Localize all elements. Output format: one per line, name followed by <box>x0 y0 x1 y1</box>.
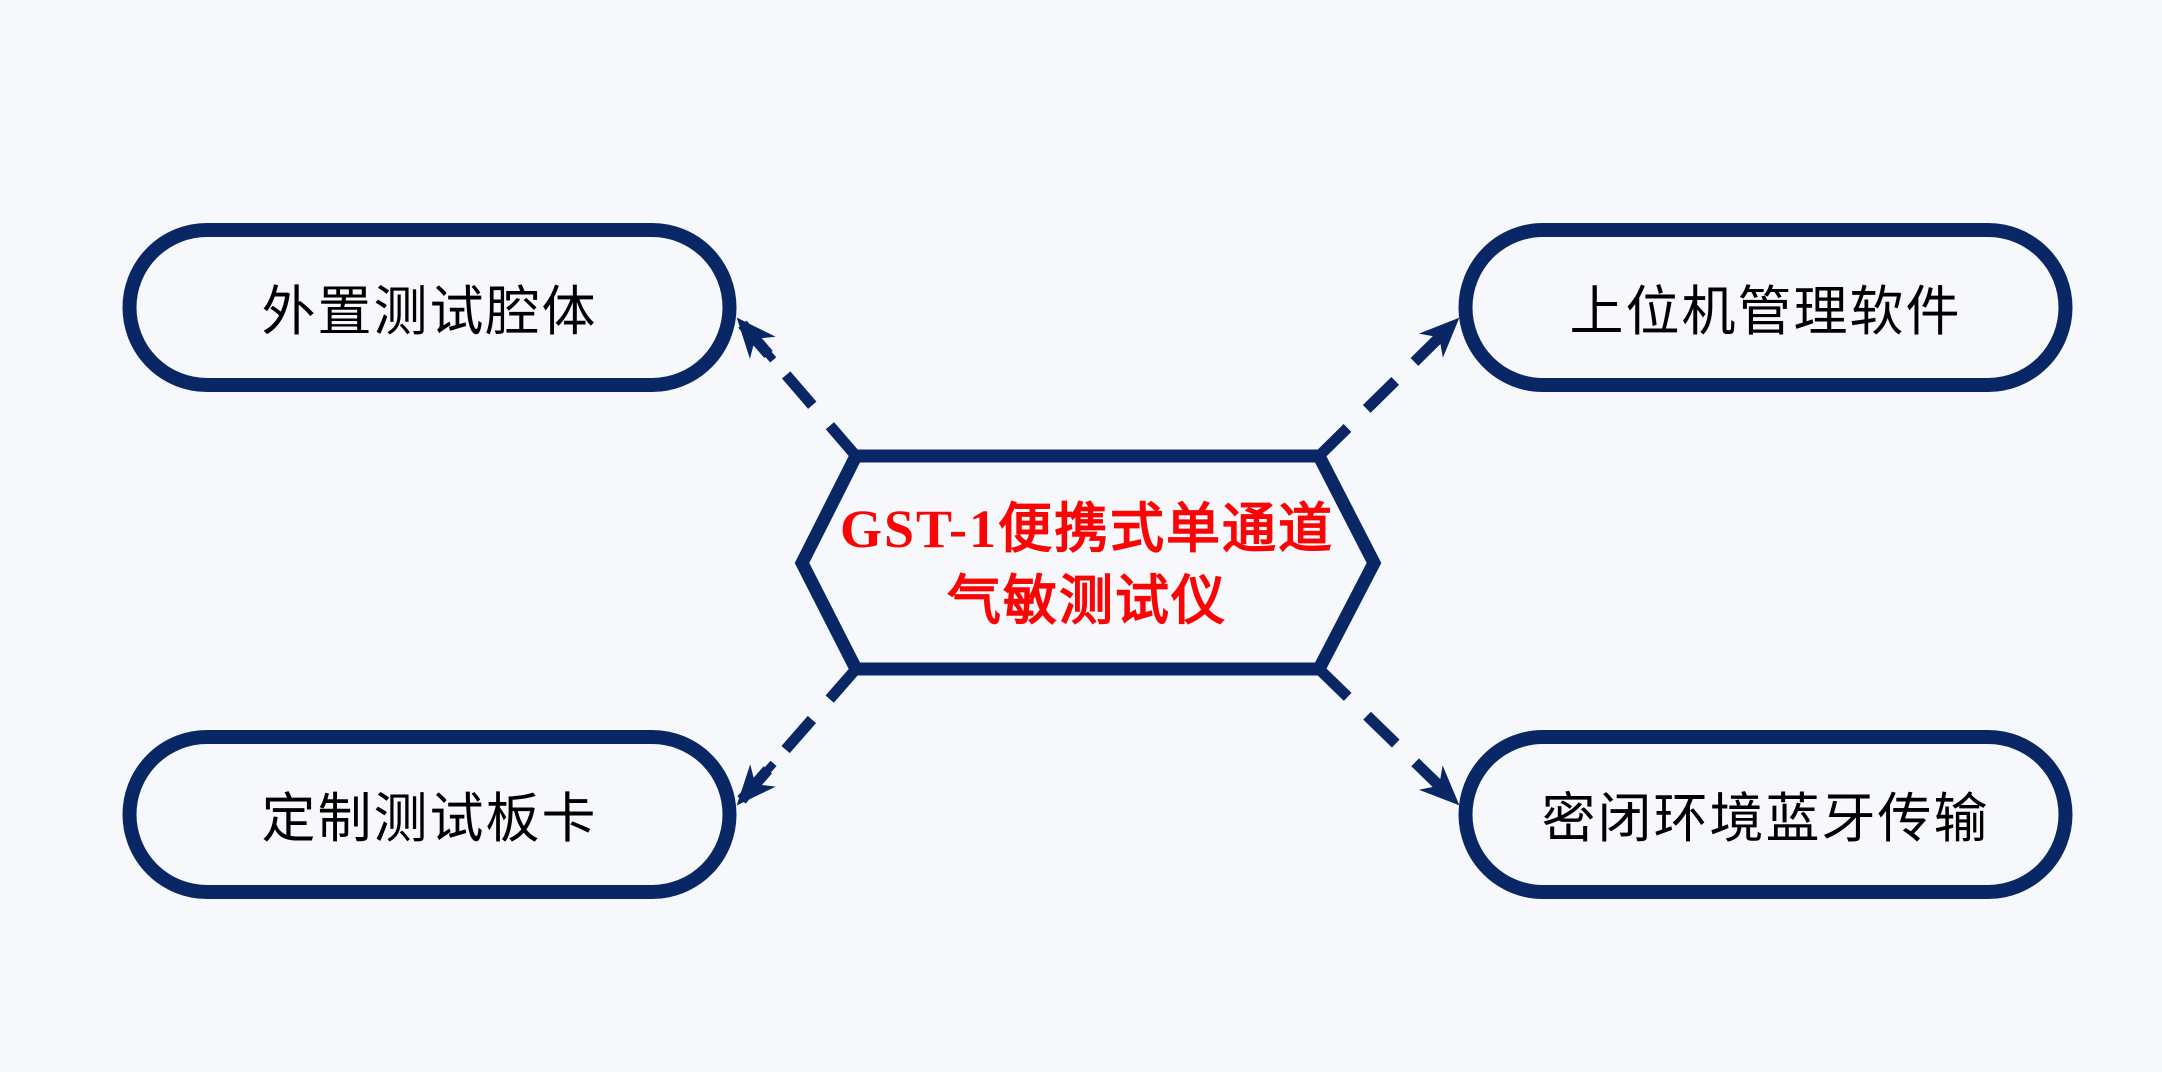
node-label-bottom-left: 定制测试板卡 <box>262 789 598 849</box>
center-label-line2: 气敏测试仪 <box>947 571 1227 631</box>
center-hexagon <box>794 449 1382 676</box>
connector-center-to-bottom-left <box>733 665 861 808</box>
node-top-right <box>1458 223 2073 392</box>
node-bottom-left <box>122 730 737 899</box>
node-top-left <box>122 223 737 392</box>
center-label-line1: GST-1便携式单通道 <box>840 499 1334 559</box>
connector-center-to-bottom-right <box>1315 665 1462 808</box>
node-bottom-right <box>1458 730 2073 899</box>
node-label-top-left: 外置测试腔体 <box>262 282 598 342</box>
node-label-bottom-right: 密闭环境蓝牙传输 <box>1542 789 1990 849</box>
connector-center-to-top-right <box>1315 315 1462 460</box>
node-label-top-right: 上位机管理软件 <box>1570 282 1962 342</box>
connector-center-to-top-left <box>733 315 861 460</box>
